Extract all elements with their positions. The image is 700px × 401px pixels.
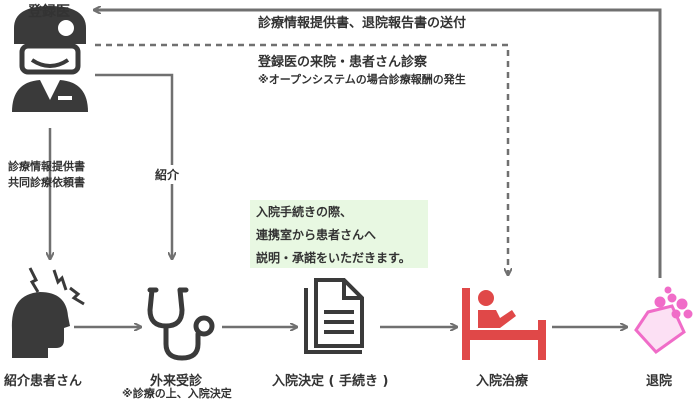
document-icon [304,278,364,354]
hospital-bed-icon [462,288,546,360]
outpatient-label: 外来受診 [150,374,203,389]
outpatient-note: ※診療の上、入院決定 [122,387,232,400]
patient-label: 紹介患者さん [4,374,83,389]
flower-bouquet-icon [634,286,693,354]
note-line-1: 入院手続きの際、 [256,205,353,219]
doc-to-patient-label-1: 診療情報提供書 [8,160,85,173]
note-line-2: 連携室から患者さんへ [256,228,377,242]
treatment-label: 入院治療 [476,374,529,389]
doctor-label: 登録医 [28,4,70,20]
return-documents-label: 診療情報提供書、退院報告書の送付 [258,16,467,31]
patient-headache-icon [11,267,85,358]
admission-label: 入院決定 ( 手続き ) [272,374,389,389]
doctor-icon [12,6,88,112]
stethoscope-icon [147,287,215,361]
admission-note-box [250,200,428,268]
doctor-visit-dashed-arrow [95,43,508,274]
doctor-visit-note: ※オープンシステムの場合診療報酬の発生 [258,73,466,86]
note-line-3: 説明・承諾をいただきます。 [256,251,411,265]
doc-to-patient-label-2: 共同診療依頼書 [8,176,85,189]
referral-label: 紹介 [155,165,180,184]
return-arrow [95,10,662,278]
discharge-label: 退院 [646,374,673,389]
doctor-visit-label: 登録医の来院・患者さん診察 [258,55,428,70]
referral-arrow [95,73,172,258]
